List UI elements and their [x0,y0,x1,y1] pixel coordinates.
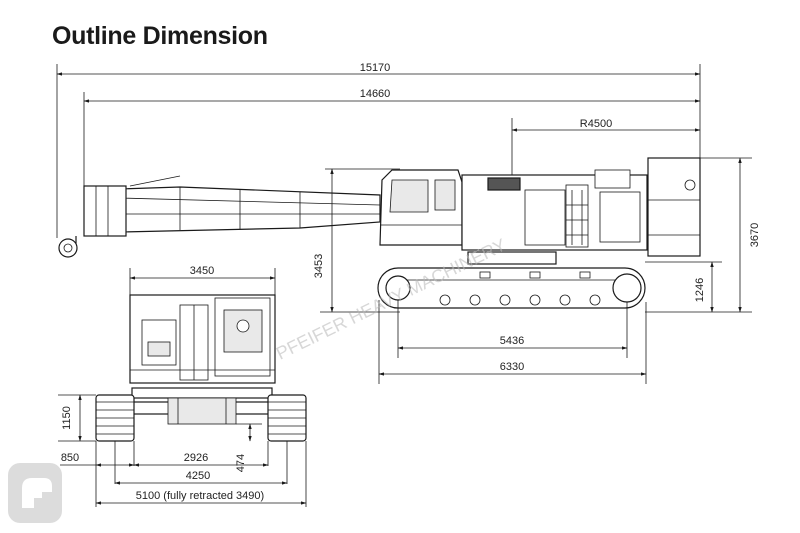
dim-label-overall-height: 3670 [749,223,761,247]
front-track-left [95,394,135,442]
watermark-logo [8,463,62,523]
dim-label-track-length: 6330 [500,361,524,373]
side-extension-lines [56,64,752,384]
cab [379,169,463,246]
side-crawler [377,251,646,309]
side-view: 15170 14660 R4500 3670 3453 1246 5436 63… [56,62,761,384]
front-body [129,294,276,384]
dim-label-tumbler-distance: 5436 [500,335,524,347]
dim-label-front-height: 3450 [190,265,214,277]
front-view: 3450 1150 850 2926 474 4250 5100 (fully … [58,265,307,507]
dim-label-shoe-width: 850 [61,452,79,464]
dim-label-tail-radius: R4500 [580,118,612,130]
superstructure [461,157,701,257]
boom [58,175,381,258]
dim-label-track-shoe-height: 1150 [61,406,73,430]
front-extension-lines [58,268,307,507]
page-title: Outline Dimension [52,22,268,50]
front-undercarriage [131,387,273,425]
front-track-right [267,394,307,442]
dim-label-body-length: 14660 [360,88,391,100]
dim-label-gauge: 4250 [186,470,210,482]
dim-label-track-height: 1246 [694,278,706,302]
dim-label-overall-length: 15170 [360,62,391,74]
dim-label-inner-gauge: 2926 [184,452,208,464]
dim-label-ground-clearance: 474 [235,454,247,472]
dim-label-overall-width: 5100 (fully retracted 3490) [136,490,264,502]
dim-label-cab-height: 3453 [313,254,325,278]
